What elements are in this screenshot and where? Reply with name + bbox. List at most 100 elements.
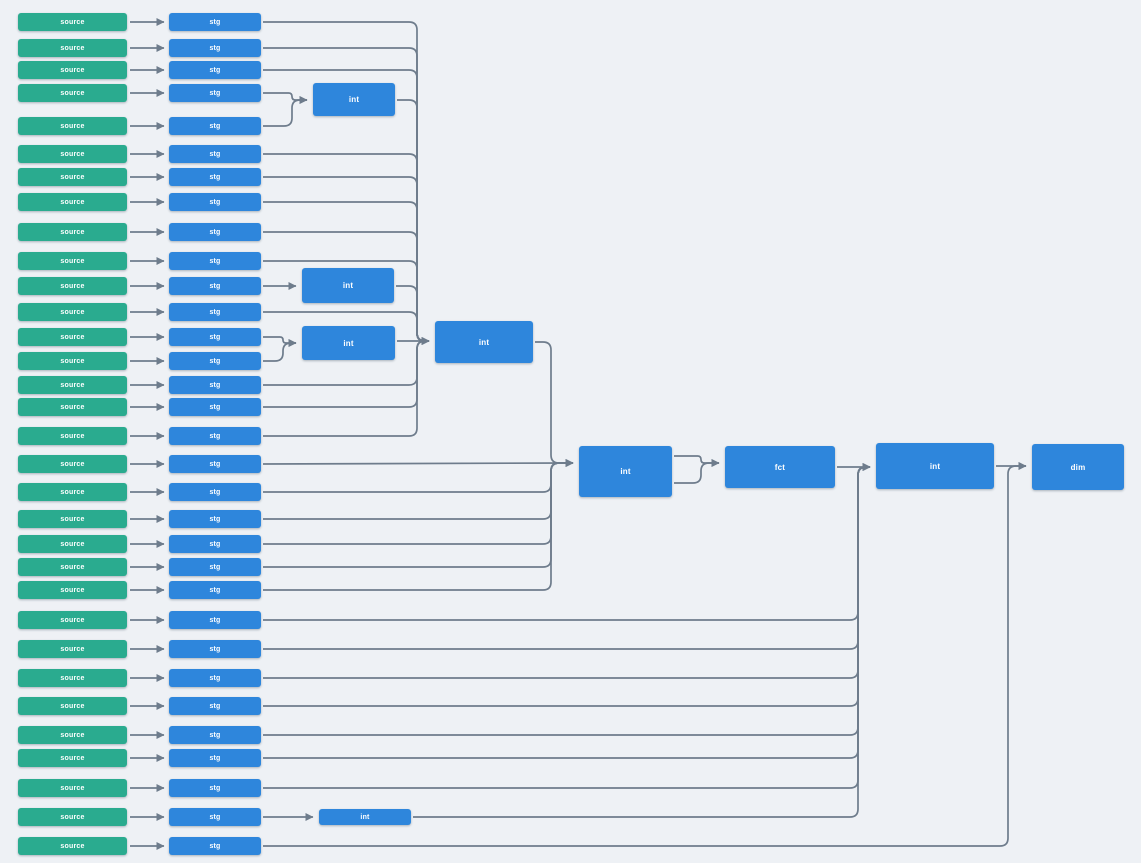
source-node-32[interactable]: source xyxy=(18,837,127,855)
source-node-4[interactable]: source xyxy=(18,84,127,102)
stg-node-1[interactable]: stg xyxy=(169,13,261,31)
node-label: stg xyxy=(209,515,221,523)
stg-node-15[interactable]: stg xyxy=(169,376,261,394)
source-node-26[interactable]: source xyxy=(18,669,127,687)
stg-node-22[interactable]: stg xyxy=(169,558,261,576)
int-a-node[interactable]: int xyxy=(313,83,395,116)
source-node-23[interactable]: source xyxy=(18,581,127,599)
stg-node-17[interactable]: stg xyxy=(169,427,261,445)
stg-node-27[interactable]: stg xyxy=(169,697,261,715)
node-label: stg xyxy=(209,198,221,206)
source-node-8[interactable]: source xyxy=(18,193,127,211)
int-g-node[interactable]: int xyxy=(319,809,411,825)
source-node-16[interactable]: source xyxy=(18,398,127,416)
stg-node-13[interactable]: stg xyxy=(169,328,261,346)
stg-node-16[interactable]: stg xyxy=(169,398,261,416)
node-label: stg xyxy=(209,308,221,316)
source-node-25[interactable]: source xyxy=(18,640,127,658)
stg-node-9[interactable]: stg xyxy=(169,223,261,241)
stg-node-4[interactable]: stg xyxy=(169,84,261,102)
node-label: source xyxy=(60,66,85,74)
node-label: source xyxy=(60,702,85,710)
source-node-19[interactable]: source xyxy=(18,483,127,501)
node-label: source xyxy=(60,308,85,316)
node-label: source xyxy=(60,432,85,440)
stg-node-28[interactable]: stg xyxy=(169,726,261,744)
source-node-18[interactable]: source xyxy=(18,455,127,473)
stg-node-6[interactable]: stg xyxy=(169,145,261,163)
node-label: source xyxy=(60,381,85,389)
int-d-node[interactable]: int xyxy=(435,321,533,363)
source-node-30[interactable]: source xyxy=(18,779,127,797)
source-node-3[interactable]: source xyxy=(18,61,127,79)
int-f-node[interactable]: int xyxy=(876,443,994,489)
node-label: source xyxy=(60,540,85,548)
node-label: source xyxy=(60,228,85,236)
int-c-node[interactable]: int xyxy=(302,326,395,360)
source-node-12[interactable]: source xyxy=(18,303,127,321)
source-node-15[interactable]: source xyxy=(18,376,127,394)
source-node-7[interactable]: source xyxy=(18,168,127,186)
node-label: source xyxy=(60,813,85,821)
edge-path xyxy=(263,92,308,104)
dim-node[interactable]: dim xyxy=(1032,444,1124,490)
source-node-29[interactable]: source xyxy=(18,749,127,767)
node-label: stg xyxy=(209,357,221,365)
stg-node-10[interactable]: stg xyxy=(169,252,261,270)
node-label: stg xyxy=(209,842,221,850)
stg-node-18[interactable]: stg xyxy=(169,455,261,473)
source-node-22[interactable]: source xyxy=(18,558,127,576)
node-label: stg xyxy=(209,586,221,594)
node-label: source xyxy=(60,645,85,653)
stg-node-8[interactable]: stg xyxy=(169,193,261,211)
node-label: int xyxy=(929,461,941,471)
stg-node-21[interactable]: stg xyxy=(169,535,261,553)
stg-node-32[interactable]: stg xyxy=(169,837,261,855)
stg-node-5[interactable]: stg xyxy=(169,117,261,135)
stg-node-12[interactable]: stg xyxy=(169,303,261,321)
int-b-node[interactable]: int xyxy=(302,268,394,303)
source-node-14[interactable]: source xyxy=(18,352,127,370)
source-node-5[interactable]: source xyxy=(18,117,127,135)
source-node-6[interactable]: source xyxy=(18,145,127,163)
stg-node-25[interactable]: stg xyxy=(169,640,261,658)
stg-node-14[interactable]: stg xyxy=(169,352,261,370)
source-node-24[interactable]: source xyxy=(18,611,127,629)
source-node-2[interactable]: source xyxy=(18,39,127,57)
node-label: source xyxy=(60,563,85,571)
source-node-13[interactable]: source xyxy=(18,328,127,346)
node-label: int xyxy=(348,95,360,104)
stg-node-31[interactable]: stg xyxy=(169,808,261,826)
edge-path xyxy=(674,459,720,484)
stg-node-29[interactable]: stg xyxy=(169,749,261,767)
source-node-10[interactable]: source xyxy=(18,252,127,270)
source-node-9[interactable]: source xyxy=(18,223,127,241)
node-label: source xyxy=(60,842,85,850)
fct-node[interactable]: fct xyxy=(725,446,835,488)
node-label: source xyxy=(60,731,85,739)
stg-node-11[interactable]: stg xyxy=(169,277,261,295)
stg-node-23[interactable]: stg xyxy=(169,581,261,599)
node-label: source xyxy=(60,89,85,97)
stg-node-20[interactable]: stg xyxy=(169,510,261,528)
stg-node-26[interactable]: stg xyxy=(169,669,261,687)
node-label: source xyxy=(60,460,85,468)
source-node-1[interactable]: source xyxy=(18,13,127,31)
stg-node-30[interactable]: stg xyxy=(169,779,261,797)
source-node-21[interactable]: source xyxy=(18,535,127,553)
source-node-31[interactable]: source xyxy=(18,808,127,826)
source-node-28[interactable]: source xyxy=(18,726,127,744)
stg-node-24[interactable]: stg xyxy=(169,611,261,629)
int-e-node[interactable]: int xyxy=(579,446,672,497)
source-node-17[interactable]: source xyxy=(18,427,127,445)
node-label: source xyxy=(60,333,85,341)
stg-node-3[interactable]: stg xyxy=(169,61,261,79)
source-node-27[interactable]: source xyxy=(18,697,127,715)
node-label: stg xyxy=(209,173,221,181)
stg-node-2[interactable]: stg xyxy=(169,39,261,57)
stg-node-7[interactable]: stg xyxy=(169,168,261,186)
node-label: stg xyxy=(209,333,221,341)
source-node-11[interactable]: source xyxy=(18,277,127,295)
stg-node-19[interactable]: stg xyxy=(169,483,261,501)
source-node-20[interactable]: source xyxy=(18,510,127,528)
